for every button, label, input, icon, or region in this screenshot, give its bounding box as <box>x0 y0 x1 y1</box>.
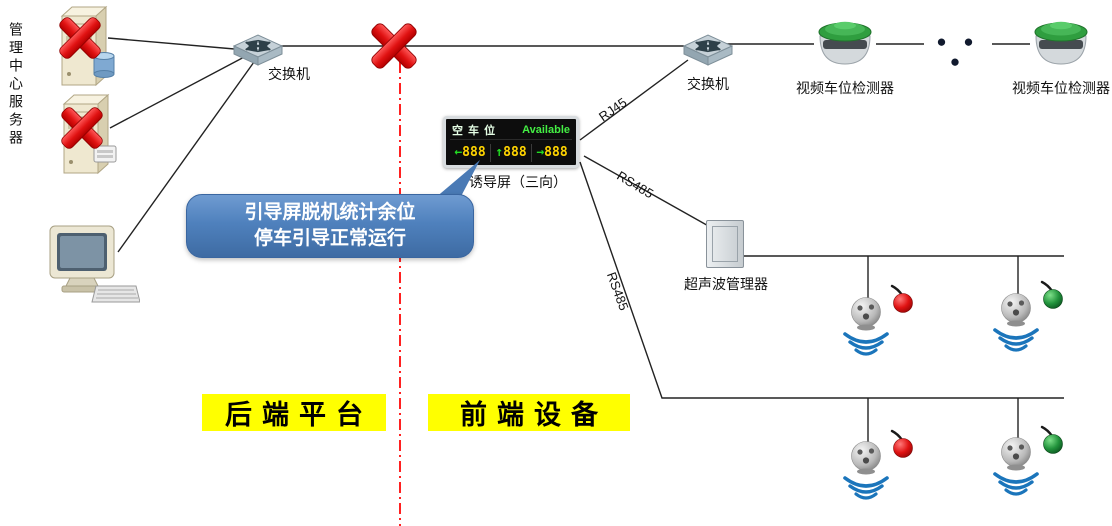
frontend-zone-badge: 前端设备 <box>428 394 630 431</box>
line-server1-switch <box>107 37 247 51</box>
display-header: 空 车 位 Available <box>450 122 572 140</box>
camera1-label: 视频车位检测器 <box>796 80 894 96</box>
backend-zone-badge: 后端平台 <box>202 394 386 431</box>
led-group-right: →888 <box>531 143 572 162</box>
ultrasonic-sensor-icon <box>840 440 892 506</box>
left-arrow-icon: ← <box>454 144 463 160</box>
server-fault-x-icon <box>60 106 104 150</box>
ultrasonic-manager-box-icon <box>706 220 744 268</box>
line-rj45 <box>579 59 689 141</box>
ultrasonic-manager-label: 超声波管理器 <box>684 276 768 292</box>
network-switch-icon <box>682 30 734 70</box>
ultrasonic-sensor-icon <box>990 436 1042 502</box>
ellipsis-dots: ● ● ● <box>936 32 980 71</box>
red-indicator-light-icon <box>888 428 916 460</box>
dome-camera-icon <box>812 14 878 72</box>
network-switch-icon <box>232 30 284 70</box>
up-arrow-icon: ↑ <box>495 144 504 160</box>
camera2-label: 视频车位检测器 <box>1012 80 1110 96</box>
guidance-screen-caption: 诱导屏（三向） <box>469 174 567 190</box>
line-server2-switch <box>109 54 249 129</box>
led-count: 888 <box>544 144 568 160</box>
ultrasonic-sensor-icon <box>990 292 1042 358</box>
callout-line1: 引导屏脱机统计余位 <box>244 202 416 224</box>
right-arrow-icon: → <box>536 144 545 160</box>
green-indicator-light-icon <box>1038 279 1066 311</box>
server-fault-x-icon <box>58 16 102 60</box>
led-count: 888 <box>503 144 527 160</box>
workstation-monitor-icon <box>48 222 140 310</box>
display-title-en: Available <box>522 124 570 136</box>
line-rs485-manager <box>583 155 713 229</box>
led-group-left: ←888 <box>450 144 490 162</box>
display-led-row: ←888 ↑888 →888 <box>450 143 572 162</box>
display-title-cn: 空 车 位 <box>452 125 497 137</box>
switch-left-label: 交换机 <box>268 66 310 82</box>
switch-right-label: 交换机 <box>687 76 729 92</box>
guidance-display-board: 空 车 位 Available ←888 ↑888 →888 <box>443 116 579 168</box>
led-group-up: ↑888 <box>490 143 531 162</box>
led-count: 888 <box>462 144 486 160</box>
ultrasonic-sensor-icon <box>840 296 892 362</box>
status-callout: 引导屏脱机统计余位 停车引导正常运行 <box>186 194 474 258</box>
green-indicator-light-icon <box>1038 424 1066 456</box>
red-indicator-light-icon <box>888 283 916 315</box>
line-workstation-switch <box>117 61 255 253</box>
line-rs485-sensor-bus <box>579 161 1064 399</box>
dome-camera-icon <box>1028 14 1094 72</box>
callout-line2: 停车引导正常运行 <box>253 228 406 249</box>
management-center-label: 管理中心服务器 <box>8 22 24 148</box>
network-fault-x-icon <box>370 22 418 70</box>
